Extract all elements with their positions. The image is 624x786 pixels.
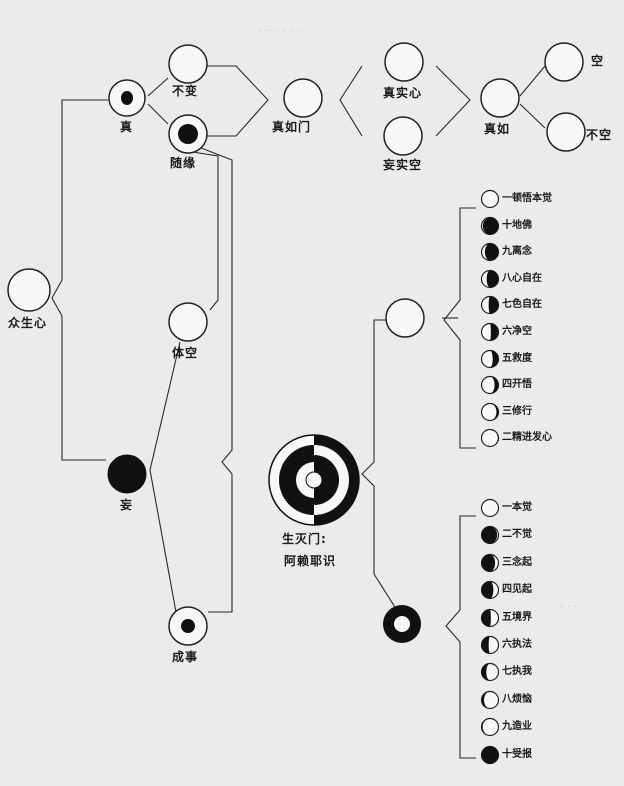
conditioned-label: 随缘 <box>170 156 197 170</box>
true-mind-label: 真实心 <box>383 86 423 100</box>
true-mind-node <box>384 42 424 82</box>
moon-phase-icon <box>480 296 500 315</box>
bleed-through-text: · · · <box>560 600 578 613</box>
alaya-symbol-icon <box>268 434 360 526</box>
stage-label: 一本觉 <box>502 502 532 513</box>
alaya-label: 阿赖耶识 <box>284 554 337 568</box>
empty-label: 空 <box>591 54 605 68</box>
arising-gate-label: 生灭门: <box>282 532 327 546</box>
essence-label: 体空 <box>172 346 199 360</box>
stage-label: 七执我 <box>502 666 532 678</box>
essence-node <box>168 302 208 342</box>
stage-label: 五救度 <box>502 352 532 364</box>
stage-item: 八心自在 <box>480 269 542 289</box>
stage-label: 二不觉 <box>502 529 532 541</box>
stage-label: 六净空 <box>502 326 532 337</box>
true-label: 真 <box>120 120 134 134</box>
moon-phase-icon <box>480 243 500 262</box>
moon-phase-icon <box>480 553 500 572</box>
bleed-through-text: · ·· · · · · <box>258 24 300 37</box>
false-node <box>107 454 147 494</box>
stage-label: 九离念 <box>502 246 532 258</box>
stage-item: 五境界 <box>480 608 532 628</box>
stage-label: 七色自在 <box>502 299 542 311</box>
moon-phase-icon <box>480 376 500 395</box>
stage-item: 八烦恼 <box>480 690 532 710</box>
stage-item: 四见起 <box>480 580 532 600</box>
moon-phase-icon <box>480 189 500 209</box>
thusness-label: 真如 <box>484 122 511 136</box>
stage-label: 二精进发心 <box>502 432 552 444</box>
false-void-node <box>383 116 423 156</box>
moon-phase-icon <box>480 498 500 518</box>
true-gate-label: 真如门 <box>272 120 312 134</box>
stage-item: 六执法 <box>480 635 532 655</box>
lower-list-node-hole <box>394 616 410 632</box>
moon-phase-icon <box>480 663 500 682</box>
moon-phase-icon <box>480 216 500 235</box>
upper-list-node <box>385 298 425 338</box>
true-dot-icon <box>121 91 133 105</box>
stage-item: 三念起 <box>480 553 532 573</box>
stage-item: 十受报 <box>480 745 532 765</box>
moon-phase-icon <box>480 429 500 448</box>
moon-phase-icon <box>480 269 500 288</box>
stage-label: 十受报 <box>502 748 532 760</box>
stage-item: 一本觉 <box>480 498 532 518</box>
stage-item: 九造业 <box>480 717 532 737</box>
false-void-label: 妄实空 <box>383 158 423 172</box>
moon-phase-icon <box>480 322 500 342</box>
stage-item: 七色自在 <box>480 295 542 315</box>
conditioned-dot-icon <box>178 124 198 144</box>
moon-phase-icon <box>480 402 500 421</box>
stage-item: 四开悟 <box>480 375 532 395</box>
empty-node <box>544 42 584 82</box>
moon-phase-icon <box>480 690 500 709</box>
result-label: 成事 <box>172 650 199 664</box>
stage-item: 十地佛 <box>480 216 532 236</box>
true-gate-node <box>283 78 323 118</box>
moon-phase-icon <box>480 581 500 600</box>
moon-phase-icon <box>480 526 500 545</box>
moon-phase-icon <box>480 745 500 764</box>
stage-label: 六执法 <box>502 639 532 650</box>
stage-item: 二精进发心 <box>480 428 552 448</box>
stage-label: 一顿悟本觉 <box>502 193 552 204</box>
stage-label: 八烦恼 <box>502 693 532 705</box>
moon-phase-icon <box>480 608 500 627</box>
stage-label: 九造业 <box>502 721 532 733</box>
not-empty-label: 不空 <box>586 128 613 142</box>
result-dot-icon <box>181 619 195 633</box>
moon-phase-icon <box>480 635 500 655</box>
root-label: 众生心 <box>8 316 48 330</box>
stage-label: 八心自在 <box>502 272 542 284</box>
stage-label: 三念起 <box>502 556 532 568</box>
stage-item: 九离念 <box>480 242 532 262</box>
stage-label: 十地佛 <box>502 219 532 231</box>
not-empty-node <box>546 112 586 152</box>
moon-phase-icon <box>480 718 500 737</box>
thusness-node <box>480 78 520 118</box>
stage-item: 一顿悟本觉 <box>480 189 552 209</box>
unchanging-label: 不变 <box>172 84 199 98</box>
stage-item: 六净空 <box>480 322 532 342</box>
stage-label: 四开悟 <box>502 379 532 391</box>
stage-item: 七执我 <box>480 662 532 682</box>
stage-item: 二不觉 <box>480 525 532 545</box>
stage-label: 四见起 <box>502 584 532 596</box>
stage-item: 三修行 <box>480 402 532 422</box>
false-label: 妄 <box>120 498 134 512</box>
stage-label: 三修行 <box>502 405 532 417</box>
stage-label: 五境界 <box>502 611 532 623</box>
unchanging-node <box>168 44 208 84</box>
moon-phase-icon <box>480 349 500 368</box>
stage-item: 五救度 <box>480 349 532 369</box>
root-node <box>7 268 51 312</box>
